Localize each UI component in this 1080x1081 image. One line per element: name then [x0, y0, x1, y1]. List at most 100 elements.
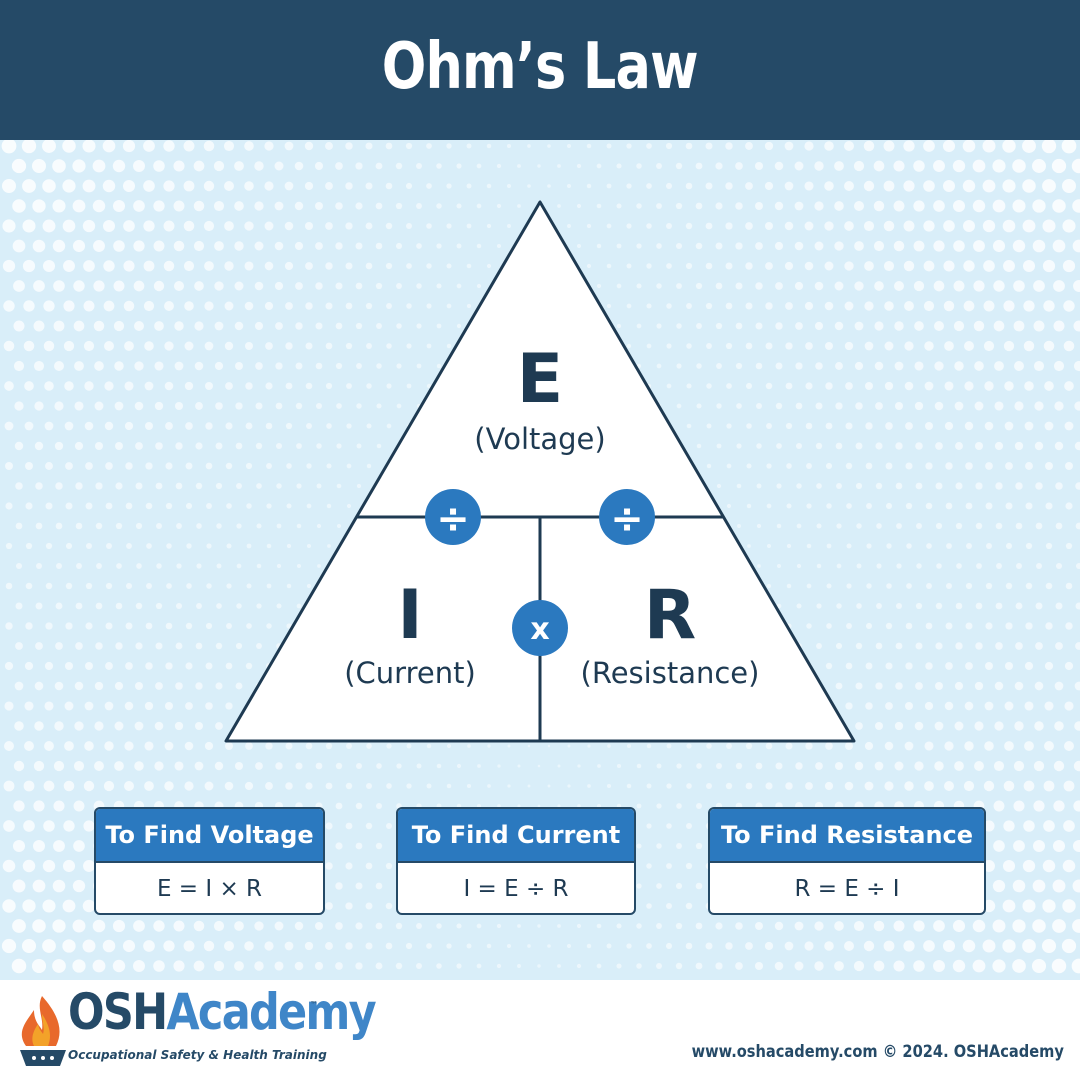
background-dot [616, 763, 622, 769]
background-dot [1065, 622, 1073, 630]
background-dot [537, 804, 541, 808]
background-dot [346, 463, 352, 469]
background-dot [923, 220, 935, 232]
background-dot [966, 543, 972, 549]
background-dot [286, 503, 292, 509]
background-dot [345, 862, 353, 870]
trademark-mark: ™ [310, 1000, 318, 1009]
background-dot [1075, 642, 1080, 650]
background-dot [926, 583, 932, 589]
background-dot [194, 321, 204, 331]
background-dot [315, 322, 323, 330]
background-dot [774, 201, 784, 211]
background-dot [355, 282, 363, 290]
background-dot [705, 262, 713, 270]
background-dot [355, 842, 363, 850]
background-dot [2, 179, 16, 193]
background-dot [245, 382, 253, 390]
background-dot [1044, 381, 1054, 391]
background-dot [725, 142, 733, 150]
background-dot [646, 943, 652, 949]
background-dot [194, 361, 204, 371]
background-dot [1074, 681, 1080, 691]
background-dot [1023, 820, 1035, 832]
background-dot [112, 919, 126, 933]
background-dot [185, 502, 193, 510]
background-dot [254, 321, 264, 331]
background-dot [114, 721, 124, 731]
background-dot [83, 780, 95, 792]
background-dot [385, 902, 393, 910]
background-dot [884, 781, 894, 791]
background-dot [94, 441, 104, 451]
background-dot [436, 243, 442, 249]
background-dot [335, 962, 343, 970]
background-dot [195, 482, 203, 490]
background-dot [597, 764, 601, 768]
background-dot [184, 341, 194, 351]
background-dot [944, 341, 954, 351]
background-dot [656, 323, 662, 329]
background-dot [954, 401, 964, 411]
background-dot [63, 260, 75, 272]
background-dot [935, 642, 943, 650]
background-dot [466, 143, 472, 149]
background-dot [135, 482, 143, 490]
background-dot [95, 522, 103, 530]
background-dot [183, 140, 195, 152]
background-dot [876, 523, 882, 529]
background-dot [83, 860, 95, 872]
background-dot [135, 522, 143, 530]
background-dot [675, 242, 683, 250]
background-dot [214, 241, 224, 251]
background-dot [345, 142, 353, 150]
background-dot [896, 563, 902, 569]
background-dot [163, 220, 175, 232]
background-dot [616, 243, 622, 249]
background-dot [122, 939, 136, 953]
background-dot [955, 442, 963, 450]
background-dot [865, 662, 873, 670]
background-dot [114, 761, 124, 771]
background-dot [942, 939, 956, 953]
background-dot [904, 701, 914, 711]
background-dot [285, 342, 293, 350]
background-dot [933, 240, 945, 252]
background-dot [954, 681, 964, 691]
background-dot [596, 243, 602, 249]
background-dot [386, 743, 392, 749]
background-dot [114, 401, 124, 411]
background-dot [174, 321, 184, 331]
background-dot [1014, 721, 1024, 731]
background-dot [1051, 158, 1067, 174]
background-dot [396, 403, 402, 409]
background-dot [55, 522, 63, 530]
background-dot [1035, 482, 1043, 490]
background-dot [757, 564, 761, 568]
background-dot [756, 523, 762, 529]
background-dot [764, 181, 774, 191]
background-dot [336, 403, 342, 409]
background-dot [796, 563, 802, 569]
background-dot [973, 280, 985, 292]
logo-wordmark-osh: OSH [68, 983, 168, 1041]
background-dot [1004, 421, 1014, 431]
background-dot [915, 602, 923, 610]
background-dot [415, 962, 423, 970]
background-dot [863, 180, 875, 192]
background-dot [244, 301, 254, 311]
background-dot [1055, 522, 1063, 530]
background-dot [775, 282, 783, 290]
background-dot [893, 200, 905, 212]
background-dot [1071, 958, 1080, 974]
background-dot [846, 623, 852, 629]
background-dot [375, 242, 383, 250]
background-dot [124, 781, 134, 791]
background-dot [234, 961, 244, 971]
background-dot [274, 201, 284, 211]
background-dot [476, 963, 482, 969]
background-dot [517, 964, 521, 968]
background-dot [42, 899, 56, 913]
background-dot [1013, 760, 1025, 772]
background-dot [964, 421, 974, 431]
